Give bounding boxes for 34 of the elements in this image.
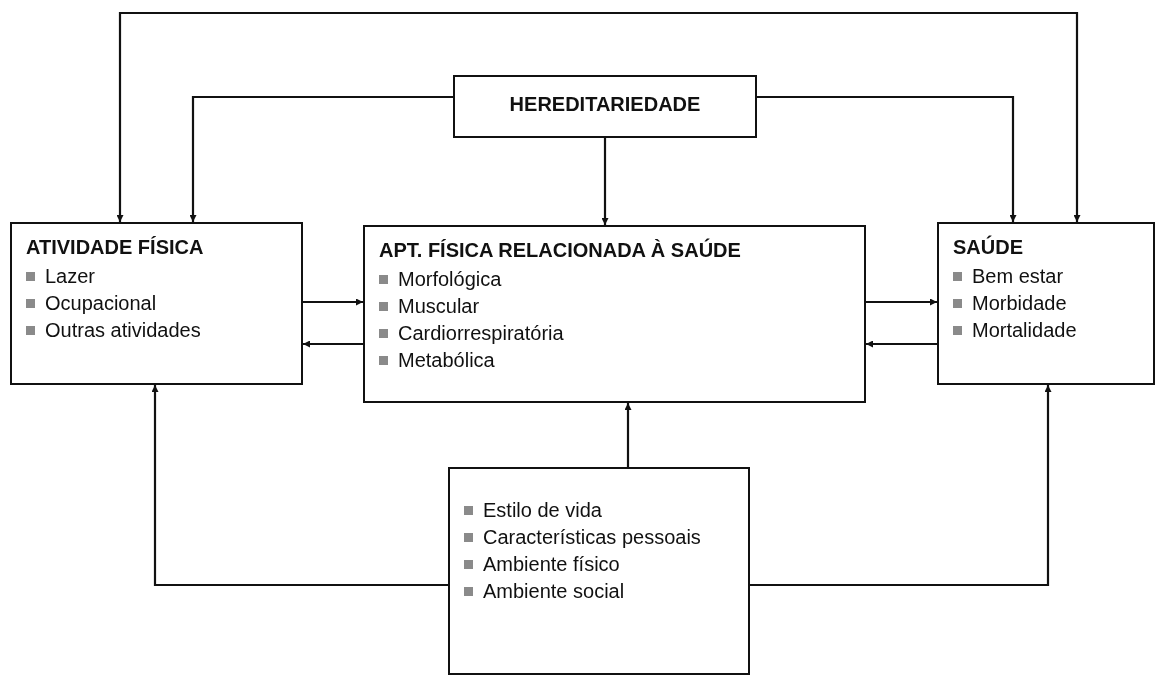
box-heading: APT. FÍSICA RELACIONADA À SAÚDE [379, 239, 741, 262]
list-item: Mortalidade [972, 318, 1077, 343]
arrow [757, 95, 1017, 222]
arrow [866, 298, 937, 306]
list-item: Ocupacional [45, 291, 157, 316]
list-item: Muscular [398, 294, 480, 319]
list-item: Bem estar [972, 264, 1064, 289]
arrow [750, 385, 1052, 587]
list-item: Ambiente físico [483, 552, 620, 577]
list-item: Metabólica [398, 348, 495, 373]
list-item: Morfológica [398, 267, 502, 292]
arrow [189, 95, 453, 222]
list-item: Lazer [45, 264, 96, 289]
process-box [448, 467, 750, 675]
process-box [937, 222, 1155, 385]
list-item: Estilo de vida [483, 498, 602, 523]
arrow [866, 340, 937, 348]
list-item: Características pessoais [483, 525, 701, 550]
process-box [10, 222, 303, 385]
process-box [363, 225, 866, 403]
list-item: Cardiorrespiratória [398, 321, 564, 346]
box-heading: HEREDITARIEDADE [509, 93, 701, 116]
box-heading: ATIVIDADE FÍSICA [26, 236, 204, 259]
arrow [116, 11, 1081, 222]
arrow [303, 340, 363, 348]
process-box [453, 75, 757, 138]
list-item: Morbidade [972, 291, 1067, 316]
arrow [601, 138, 609, 225]
arrow [624, 403, 632, 467]
list-item: Outras atividades [45, 318, 201, 343]
box-heading: SAÚDE [953, 236, 1023, 259]
list-item: Ambiente social [483, 579, 625, 604]
arrow [303, 298, 363, 306]
arrow [151, 385, 448, 587]
